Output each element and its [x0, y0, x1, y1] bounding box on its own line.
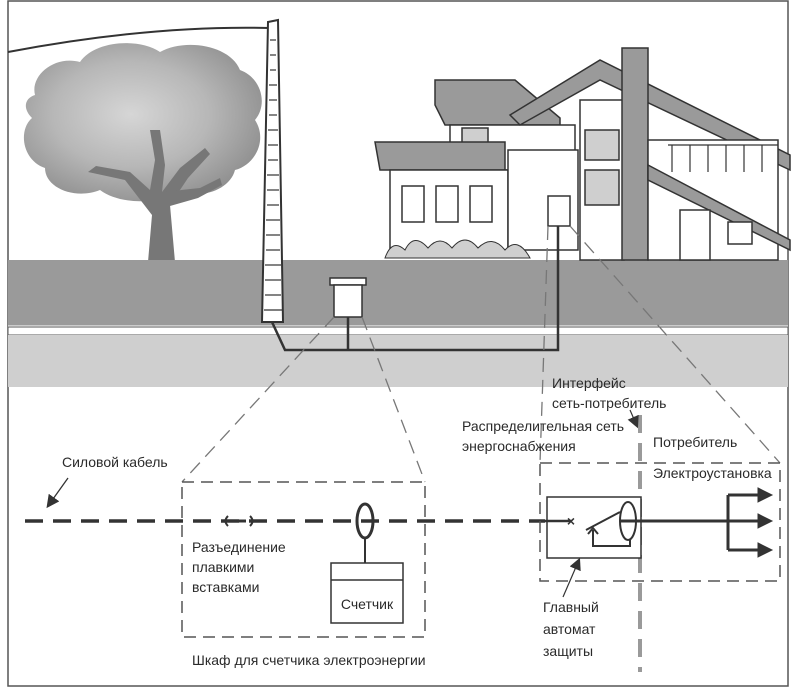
main-breaker-box — [546, 496, 642, 559]
main-breaker-label: Главный автомат защиты — [543, 599, 603, 659]
utility-pole — [260, 18, 285, 323]
consumer-label: Потребитель — [653, 434, 737, 450]
meter-label: Счетчик — [341, 596, 394, 612]
ground-band-light — [8, 335, 788, 387]
interface-arrow — [627, 409, 639, 429]
breaker-contact-mark: × — [567, 513, 575, 529]
meter-box — [330, 562, 404, 624]
overhead-power-line — [7, 26, 271, 53]
fuse-disconnect-label: Разъединение плавкими вставками — [192, 539, 290, 595]
ground-band-upper — [8, 260, 788, 326]
projection-cone-house-box — [539, 225, 781, 464]
meter-cabinet-detail-box — [181, 481, 426, 638]
meter-cabinet-illustration — [329, 277, 367, 318]
distribution-network-label: Распределительная сеть энергоснабжения — [462, 418, 628, 454]
house-illustration — [374, 47, 791, 261]
power-cable-label: Силовой кабель — [62, 454, 168, 470]
main-breaker-arrow — [562, 557, 581, 598]
tree-illustration — [23, 43, 262, 262]
installation-label: Электроустановка — [653, 465, 772, 481]
consumer-detail-box — [539, 462, 781, 582]
power-cable-arrow — [46, 477, 69, 509]
meter-cabinet-caption: Шкаф для счетчика электроэнергии — [192, 652, 426, 668]
underground-cable — [270, 226, 560, 352]
fuse-link-symbol — [224, 515, 254, 527]
consumer-feed-arrows — [620, 487, 774, 558]
projection-cone-cabinet — [181, 316, 426, 483]
ground-band-lower — [7, 326, 789, 336]
breaker-switch-symbol — [585, 511, 631, 547]
interface-label: Интерфейс сеть-потребитель — [552, 375, 666, 411]
